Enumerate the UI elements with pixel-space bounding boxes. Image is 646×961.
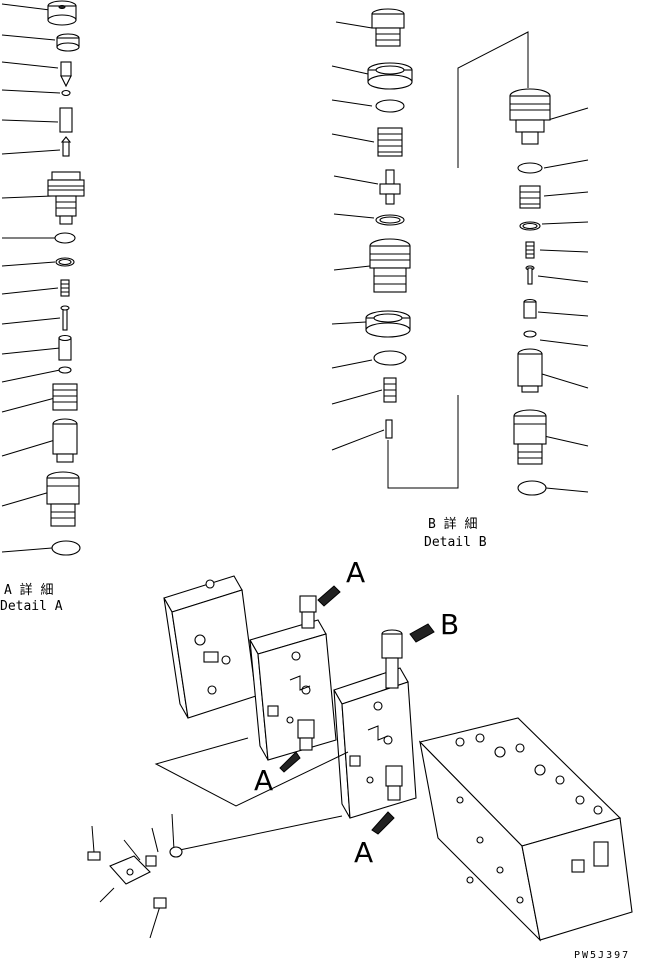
b-pin <box>385 419 393 439</box>
main-valve-block <box>418 717 633 942</box>
b-spring-2 <box>383 377 397 403</box>
a-cap-nut <box>47 0 77 26</box>
b-o-ring-3 <box>373 350 407 366</box>
b-nut-1 <box>367 62 413 90</box>
a-sleeve <box>58 334 72 361</box>
detail-b-title-en: Detail B <box>424 535 487 550</box>
a-valve-body <box>47 171 85 225</box>
b-spring-4 <box>525 241 535 259</box>
detail-a-parts <box>1 0 85 556</box>
b-spring-1 <box>377 127 403 157</box>
b-o-ring-2 <box>375 214 405 226</box>
a-small-ring <box>61 89 71 97</box>
view-label-a-top: A <box>346 556 365 589</box>
a-pin <box>60 305 70 331</box>
a-adjust-screw <box>60 61 72 88</box>
detail-b-parts-right <box>457 31 589 496</box>
b-o-ring-1 <box>375 99 405 113</box>
valve-block-1 <box>163 575 257 719</box>
valve-b-assembly <box>381 623 435 689</box>
a-piston <box>52 418 78 463</box>
valve-block-3 <box>333 667 417 819</box>
b-poppet <box>379 169 401 205</box>
a-o-ring-1 <box>54 232 76 244</box>
b-pin-2 <box>525 265 535 285</box>
b-backup-ring <box>519 221 541 231</box>
a-plug <box>46 471 80 527</box>
drawing-code: PW5J397 <box>574 950 630 961</box>
small-parts-group <box>87 813 183 939</box>
relief-valve-top-1 <box>299 585 341 629</box>
b-piston <box>517 348 543 393</box>
view-label-b: B <box>440 608 459 641</box>
b-nut-2 <box>365 310 411 338</box>
b-plug <box>513 409 547 465</box>
valve-block-2 <box>249 619 337 761</box>
view-label-a-middle: A <box>254 764 273 797</box>
a-backup-ring <box>55 257 75 267</box>
a-small-ring-2 <box>58 366 72 374</box>
b-o-ring-4 <box>517 162 543 174</box>
view-label-a-bottom: A <box>354 836 373 869</box>
a-poppet-1 <box>60 136 72 157</box>
b-plug-top <box>371 8 405 47</box>
b-body <box>369 238 411 293</box>
detail-a-title-en: Detail A <box>0 599 63 614</box>
detail-b-title-jp: B 詳 細 <box>428 516 477 532</box>
relief-valve-front-2 <box>371 765 403 835</box>
b-small-ring <box>523 330 537 338</box>
assembly-view <box>87 575 633 942</box>
relief-valve-front-1 <box>279 719 315 773</box>
detail-a-title-jp: A 詳 細 <box>4 582 53 598</box>
b-main-body <box>509 88 551 145</box>
a-o-ring-2 <box>51 540 81 556</box>
a-spring-1 <box>59 107 73 133</box>
b-spring-3 <box>519 185 541 209</box>
detail-b-parts-left <box>331 8 459 489</box>
b-o-ring-5 <box>517 480 547 496</box>
b-sleeve <box>523 298 537 319</box>
a-spring-3 <box>52 383 78 411</box>
a-lock-nut <box>56 33 80 52</box>
a-spring-2 <box>60 279 70 297</box>
